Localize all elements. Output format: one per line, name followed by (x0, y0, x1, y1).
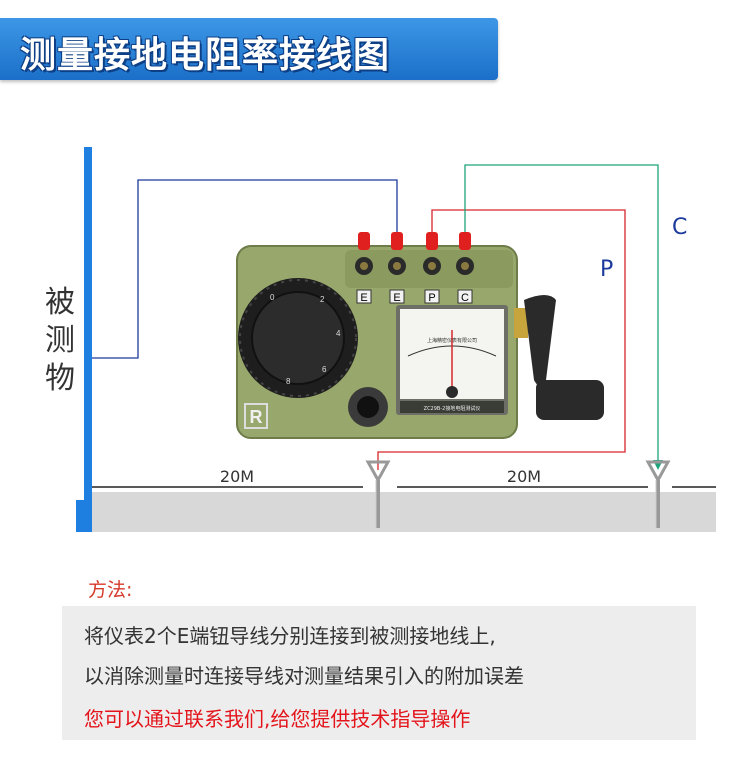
terminal-posts (355, 257, 474, 275)
svg-text:0: 0 (270, 293, 275, 302)
range-dial: 0 2 4 6 8 (238, 278, 358, 398)
lead-p-label: P (600, 257, 613, 282)
ground-spike-c (645, 460, 671, 528)
object-label-2: 测 (45, 323, 75, 358)
earth-resistance-tester: E E P C 0 2 4 6 8 上海精密仪表有限公司 ZC29B-2接地电阻… (236, 232, 604, 439)
meter-maker: 上海精密仪表有限公司 (427, 337, 477, 344)
wiring-diagram: E E P C 0 2 4 6 8 上海精密仪表有限公司 ZC29B-2接地电阻… (76, 147, 716, 532)
brand-logo: R (244, 403, 268, 429)
measured-object-bar (84, 147, 92, 532)
method-line-2: 以消除测量时连接导线对测量结果引入的附加误差 (84, 664, 524, 688)
page-title: 测量接地电阻率接线图 (20, 35, 391, 76)
terminal-label-e2: E (393, 292, 400, 304)
method-title: 方法: (88, 579, 133, 601)
object-label-3: 物 (45, 361, 75, 396)
crank-handle (514, 295, 604, 420)
lead-c-label: C (672, 215, 687, 240)
ground-strip (92, 492, 716, 532)
method-line-3: 您可以通过联系我们,给您提供技术指导操作 (84, 707, 471, 731)
object-label-1: 被 (45, 285, 75, 320)
svg-text:2: 2 (320, 295, 325, 304)
wire-p (377, 209, 626, 470)
svg-text:4: 4 (336, 329, 341, 338)
wire-e (92, 179, 398, 359)
adjust-knob (348, 387, 388, 427)
method-box (62, 606, 696, 740)
method-line-1: 将仪表2个E端钮导线分别连接到被测接地线上, (84, 624, 496, 648)
red-connectors (358, 232, 471, 250)
svg-text:6: 6 (322, 365, 327, 374)
measured-object-base (76, 500, 92, 532)
terminal-labels: E E P C (356, 289, 473, 304)
distance-left-label: 20M (220, 467, 254, 486)
brand-mark: R (250, 407, 263, 427)
distance-right-label: 20M (507, 467, 541, 486)
wire-c (464, 164, 659, 468)
title-banner: 测量接地电阻率接线图 (0, 18, 498, 80)
terminal-label-c: C (461, 292, 469, 304)
ground-spike-p (365, 460, 391, 528)
terminal-label-e1: E (360, 292, 367, 304)
device-model: ZC29B-2接地电阻测试仪 (424, 405, 481, 412)
terminal-label-p: P (428, 292, 435, 304)
svg-text:8: 8 (286, 377, 291, 386)
analog-meter: 上海精密仪表有限公司 ZC29B-2接地电阻测试仪 (396, 305, 508, 415)
